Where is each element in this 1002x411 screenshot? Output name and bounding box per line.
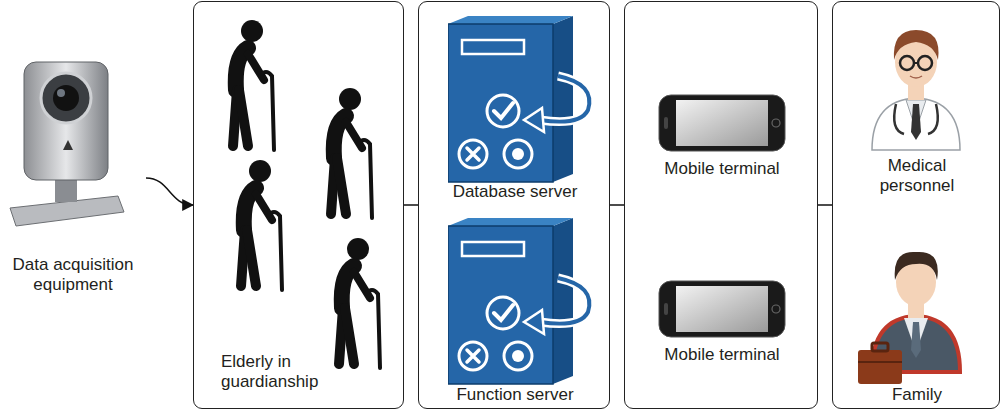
text-slot: Medical personnel (857, 156, 977, 197)
text-slot: Mobile terminal (625, 159, 819, 179)
elderly-panel: Elderly in guardianship (193, 1, 404, 409)
flow-arrow (146, 178, 193, 205)
link-line (404, 204, 418, 206)
text-slot: Data acquisition equipment (0, 255, 146, 296)
text-slot: Function server (419, 385, 611, 405)
node-label: Function server (419, 385, 611, 405)
doctor-avatar (872, 30, 960, 150)
node-label: Mobile terminal (625, 345, 819, 365)
elderly-figures (233, 20, 380, 368)
link-line (610, 204, 624, 206)
user-panel: Medical personnelFamily (832, 1, 1000, 409)
node-label: Elderly in guardianship (221, 352, 336, 393)
phone-icons (659, 95, 785, 337)
camera-illustration (10, 62, 124, 226)
family-avatar (858, 252, 960, 384)
server-panel: Database serverFunction server (418, 1, 610, 409)
text-slot: Database server (419, 182, 611, 202)
device-node: Data acquisition equipment (0, 55, 146, 300)
text-slot: Family (833, 385, 1001, 405)
node-label: Medical personnel (857, 156, 977, 197)
terminal-panel: Mobile terminalMobile terminal (624, 1, 818, 409)
node-label: Database server (419, 182, 611, 202)
node-label: Data acquisition equipment (0, 255, 146, 296)
node-label: Family (833, 385, 1001, 405)
text-slot: Mobile terminal (625, 345, 819, 365)
link-line (818, 204, 832, 206)
node-label: Mobile terminal (625, 159, 819, 179)
text-slot: Elderly in guardianship (221, 352, 336, 393)
